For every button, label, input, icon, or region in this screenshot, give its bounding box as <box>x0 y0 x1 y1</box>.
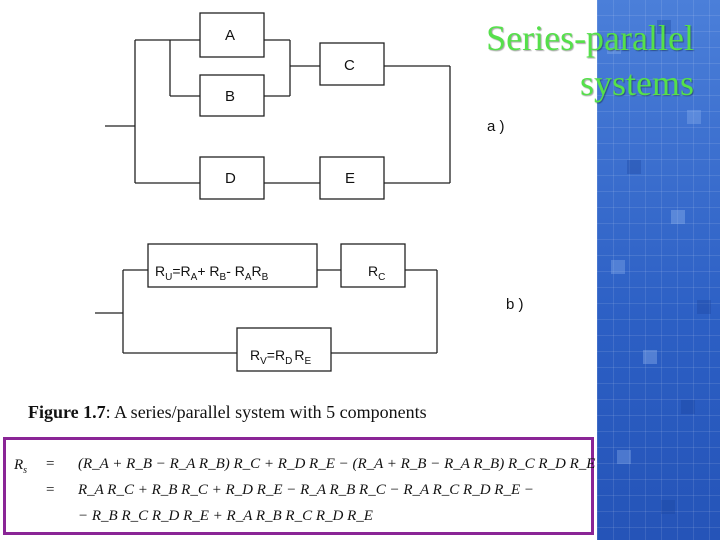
reliability-equation-box: Rs = (R_A + R_B − R_A R_B) R_C + R_D R_E… <box>3 437 596 535</box>
figure-caption: Figure 1.7: A series/parallel system wit… <box>28 402 598 423</box>
equation-lhs: Rs <box>14 457 28 476</box>
component-c-label: C <box>344 57 355 74</box>
diagram-b-boxes <box>147 243 406 372</box>
diagram-a-boxes <box>199 12 385 200</box>
component-c-box <box>319 42 385 86</box>
component-a-label: A <box>225 27 235 44</box>
equation-sign-2: = <box>46 482 55 498</box>
equation-line-2: R_A R_C + R_B R_C + R_D R_E − R_A R_B R_… <box>78 482 534 498</box>
diagram-a-wires <box>105 39 451 184</box>
component-a-box <box>199 12 265 58</box>
component-rc-box <box>340 243 406 288</box>
slide-title: Series-parallel systems <box>394 16 694 106</box>
parallel-equivalent-formula: RU=RA+ RB- RARB <box>155 263 269 283</box>
equation-line-1: (R_A + R_B − R_A R_B) R_C + R_D R_E − (R… <box>78 456 596 472</box>
figure-caption-text: : A series/parallel system with 5 compon… <box>105 402 427 422</box>
parallel-equivalent-box <box>147 243 318 288</box>
component-e-label: E <box>345 170 355 187</box>
diagram-a-label: a ) <box>487 118 505 135</box>
equation-line-3: − R_B R_C R_D R_E + R_A R_B R_C R_D R_E <box>78 508 373 524</box>
title-line-2: systems <box>579 63 694 103</box>
figure-number: Figure 1.7 <box>28 402 106 422</box>
decorative-square-pattern <box>607 20 711 514</box>
component-d-box <box>199 156 265 200</box>
diagram-b-wires <box>95 269 438 354</box>
component-rc-label: RC <box>368 263 385 283</box>
diagram-b-label: b ) <box>506 296 524 313</box>
component-b-box <box>199 74 265 117</box>
equation-sign-1: = <box>46 456 55 472</box>
component-e-box <box>319 156 385 200</box>
title-line-1: Series-parallel <box>486 18 694 58</box>
component-d-label: D <box>225 170 236 187</box>
component-b-label: B <box>225 88 235 105</box>
decorative-side-panel <box>597 0 720 540</box>
series-equivalent-box <box>236 327 332 372</box>
